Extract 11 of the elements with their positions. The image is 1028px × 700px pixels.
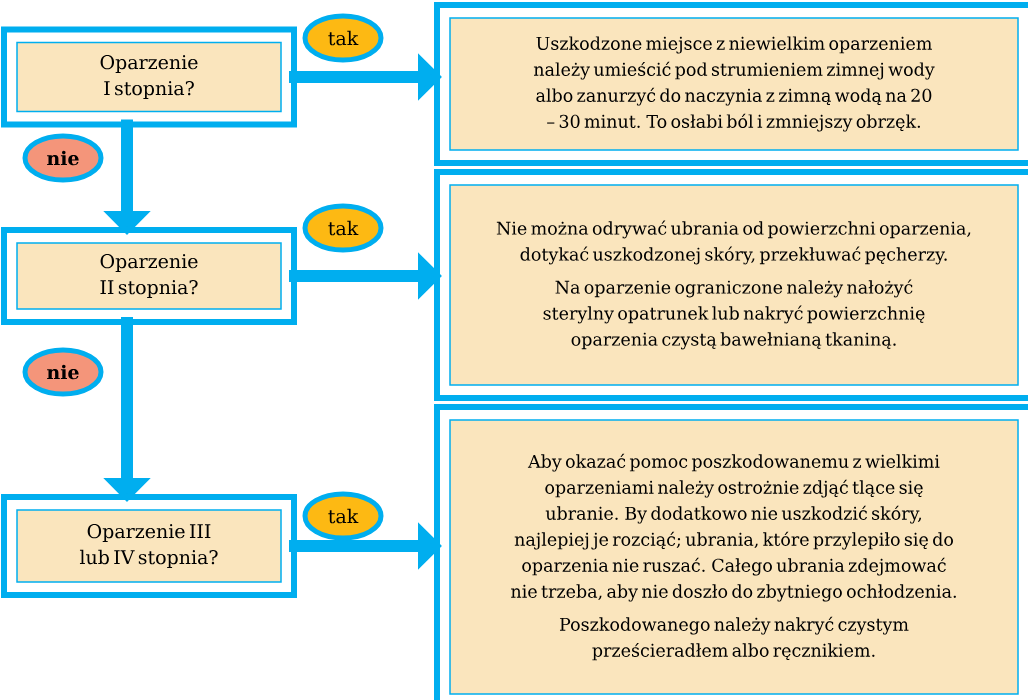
- question-box: Oparzenie III lub IV stopnia?: [1, 494, 297, 598]
- edge-label: nie: [22, 133, 104, 183]
- edge-label: tak: [302, 13, 384, 63]
- edge-label: tak: [302, 203, 384, 253]
- instruction-box: Nie można odrywać ubrania od powierzchni oparzenia, dotykać uszkodzonej skóry, przekłuwać pęcherzy. Na oparzenie ograniczone należy nałożyć sterylny opatrunek lub nakryć powierzchnię oparzenia czystą bawełnianą tkaniną.: [434, 169, 1028, 401]
- question-box: Oparzenie I stopnia?: [1, 26, 297, 128]
- instruction-box: Aby okazać pomoc poszkodowanemu z wielkimi oparzeniami należy ostrożnie zdjąć tlące się ubranie. By dodatkowo nie uszkodzić skóry, najlepiej je rozciąć; ubrania, które przylepiło się do oparzenia nie ruszać. Całego ubrania zdejmować nie trzeba, aby nie doszło do zbytniego ochłodzenia. Poszkodowanego należy nakryć czystym prześcieradłem albo ręcznikiem.: [434, 404, 1028, 700]
- edge-label: tak: [302, 491, 384, 541]
- edge-label: nie: [22, 347, 104, 397]
- instruction-box: Uszkodzone miejsce z niewielkim oparzeniem należy umieścić pod strumieniem zimnej wody albo zanurzyć do naczynia z zimną wodą na 20 – 30 minut. To osłabi ból i zmniejszy obrzęk.: [434, 2, 1028, 166]
- question-box: Oparzenie II stopnia?: [1, 227, 297, 325]
